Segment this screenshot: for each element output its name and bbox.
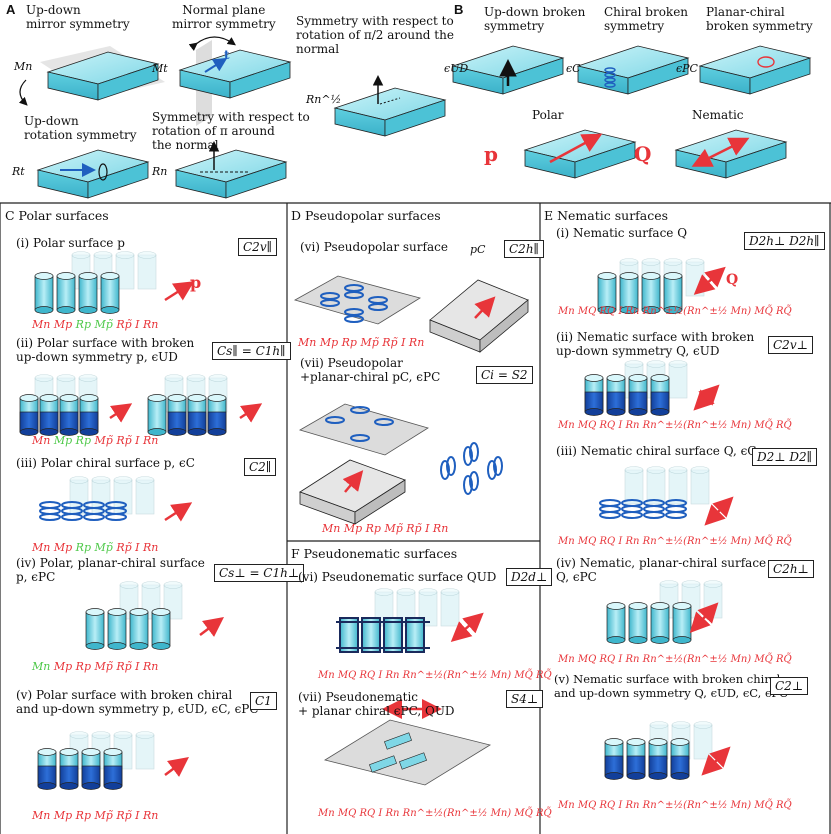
- panelD-vi-slab: [429, 279, 529, 353]
- panelE-ii-array: [584, 360, 720, 416]
- panelE-ii-group: C2v⊥: [768, 336, 813, 354]
- panelB-slab-nematic: [675, 129, 787, 179]
- panelC-i-array: [34, 251, 195, 314]
- panelC-ii-symmetries: Mn Mp Rp Mp̃ Rp̃ I Rn: [32, 434, 159, 447]
- panelD-title: D Pseudopolar surfaces: [291, 208, 441, 223]
- panelE-v-group: C2⊥: [770, 677, 809, 695]
- panelC-iii-label: (iii) Polar chiral surface p, ϵC: [16, 456, 195, 470]
- sym-Rn: Rn: [152, 165, 168, 178]
- panelC-ii-label: (ii) Polar surface with broken up-down s…: [16, 336, 195, 364]
- eps-UD: ϵUD: [444, 62, 469, 75]
- panelB-slab-polar: [524, 129, 636, 179]
- panelF-vi-label: (vi) Pseudonematic surface QUD: [298, 570, 497, 584]
- panelE-iv-group: C2h⊥: [768, 560, 814, 578]
- panelD-vii-symmetries: Mn Mp Rp Mp̃ Rp̃ I Rn: [322, 522, 449, 535]
- panelE-i-group: D2h⊥ D2h∥: [744, 232, 825, 250]
- polar-label: Polar: [532, 108, 564, 122]
- updown-broken-label: Up-down broken symmetry: [484, 5, 586, 33]
- panelC-iii-symmetries: Mn Mp Rp Mp̃ Rp̃ I Rn: [32, 541, 159, 554]
- panelE-i-symmetries: Mn MQ RQ I Rn Rn^±½(Rn^±½ Mn) MQ̃ RQ̃: [558, 306, 792, 317]
- updown-mirror-label: Up-down mirror symmetry: [26, 3, 130, 31]
- sym-Rn-half: Rn^½: [306, 93, 342, 106]
- nematic-label: Nematic: [692, 108, 744, 122]
- panelE-iv-array: [606, 580, 723, 644]
- panelD-vii-label: (vii) Pseudopolar +planar-chiral pC, ϵPC: [300, 356, 441, 384]
- panelC-i-group: C2v∥: [238, 238, 278, 256]
- panelE-iii-symmetries: Mn MQ RQ I Rn Rn^±½(Rn^±½ Mn) MQ̃ RQ̃: [558, 536, 792, 547]
- panelD-vi-group: C2h∥: [504, 240, 545, 258]
- rotation-pi-label: Symmetry with respect to rotation of π a…: [152, 110, 310, 152]
- sym-Rt: Rt: [12, 165, 25, 178]
- panelC-iv-array: [85, 581, 224, 650]
- panelA-slab-3: [334, 87, 446, 137]
- panelD-vii-coils: [440, 442, 503, 495]
- panelE-ii-symmetries: Mn MQ RQ I Rn Rn^±½(Rn^±½ Mn) MQ̃ RQ̃: [558, 420, 792, 431]
- panelA-slab-5: [175, 149, 287, 199]
- panelD-vii-group: Ci = S2: [476, 366, 533, 384]
- vec-Q-B: Q: [634, 142, 652, 166]
- panelF-vii-plane: [323, 699, 492, 786]
- eps-PC: ϵPC: [676, 62, 698, 75]
- updown-rotation-label: Up-down rotation symmetry: [24, 114, 137, 142]
- panelC-iv-group: Cs⊥ = C1h⊥: [214, 564, 305, 582]
- panelE-iii-label: (iii) Nematic chiral surface Q, ϵC: [556, 444, 757, 458]
- panelC-v-array: [37, 731, 189, 790]
- planar-chiral-broken-label: Planar-chiral broken symmetry: [706, 5, 813, 33]
- panelE-ii-label: (ii) Nematic surface with broken up-down…: [556, 330, 755, 358]
- panelC-i-vec-p: p: [190, 273, 202, 292]
- panelF-vii-label: (vii) Pseudonematic + planar chiral ϵPC,…: [298, 690, 455, 718]
- panelA-slab-4: [37, 149, 149, 199]
- eps-C: ϵC: [566, 62, 581, 75]
- panelD-vi-plane: [293, 275, 421, 325]
- panelC-ii-array: [19, 374, 263, 436]
- panelE-iii-group: D2⊥ D2∥: [752, 448, 818, 466]
- panelE-v-array: [604, 721, 731, 780]
- panelC-i-label: (i) Polar surface p: [16, 236, 125, 250]
- panelC-ii-group: Cs∥ = C1h∥: [212, 342, 291, 360]
- panelF-title: F Pseudonematic surfaces: [291, 546, 458, 561]
- panel-letter-A: A: [6, 2, 16, 17]
- panelE-i-array: [597, 258, 726, 314]
- panelC-v-group: C1: [250, 692, 277, 710]
- panelE-iv-symmetries: Mn MQ RQ I Rn Rn^±½(Rn^±½ Mn) MQ̃ RQ̃: [558, 654, 792, 665]
- updown-mirror-arrow: [18, 79, 28, 106]
- panelC-title: C Polar surfaces: [5, 208, 109, 223]
- rotation-half-pi-label: Symmetry with respect to rotation of π/2…: [296, 14, 454, 56]
- panelB-slab-C: [577, 45, 689, 95]
- panelC-v-label: (v) Polar surface with broken chiral and…: [16, 688, 259, 716]
- panelC-iii-array: [39, 476, 193, 522]
- panel-letter-B: B: [454, 2, 464, 17]
- panelC-iii-group: C2∥: [244, 458, 277, 476]
- panelD-vi-symmetries: Mn Mp Rp Mp̃ Rp̃ I Rn: [298, 336, 425, 349]
- panelF-vi-group: D2d⊥: [506, 568, 553, 586]
- sym-Mt: Mt: [152, 62, 168, 75]
- vec-p-B: p: [484, 142, 498, 166]
- panelE-v-symmetries: Mn MQ RQ I Rn Rn^±½(Rn^±½ Mn) MQ̃ RQ̃: [558, 800, 792, 811]
- panelE-title: E Nematic surfaces: [544, 208, 669, 223]
- sym-Mn: Mn: [14, 60, 33, 73]
- panelC-i-symmetries: Mn Mp Rp Mp̃ Rp̃ I Rn: [32, 318, 159, 331]
- panelC-v-symmetries: Mn Mp Rp Mp̃ Rp̃ I Rn: [32, 809, 159, 822]
- panelC-iv-label: (iv) Polar, planar-chiral surface p, ϵPC: [16, 556, 205, 584]
- panelD-vi-vec: pC: [470, 243, 486, 256]
- panelE-i-vec-Q: Q: [726, 272, 739, 288]
- panelD-vii-plane: [298, 403, 429, 456]
- vec-t-A: t: [224, 48, 230, 62]
- panelD-vii-slab: [299, 459, 406, 525]
- panelF-vii-symmetries: Mn MQ RQ I Rn Rn^±½(Rn^±½ Mn) MQ̃ RQ̃: [318, 808, 552, 819]
- normal-plane-mirror-label: Normal plane mirror symmetry: [172, 3, 276, 31]
- panelE-iv-label: (iv) Nematic, planar-chiral surface Q, ϵ…: [556, 556, 767, 584]
- panelE-iii-array: [599, 466, 734, 526]
- panelC-iv-symmetries: Mn Mp Rp Mp̃ Rp̃ I Rn: [32, 660, 159, 673]
- panelF-vi-array: [336, 588, 484, 653]
- panelD-vi-label: (vi) Pseudopolar surface: [300, 240, 448, 254]
- panelE-v-label: (v) Nematic surface with broken chiral a…: [554, 672, 788, 700]
- chiral-broken-label: Chiral broken symmetry: [604, 5, 689, 33]
- panelB-slab-PC: [699, 45, 811, 95]
- panelF-vi-symmetries: Mn MQ RQ I Rn Rn^±½(Rn^±½ Mn) MQ̃ RQ̃: [318, 670, 552, 681]
- panelF-vii-group: S4⊥: [506, 690, 544, 708]
- panelE-i-label: (i) Nematic surface Q: [556, 226, 688, 240]
